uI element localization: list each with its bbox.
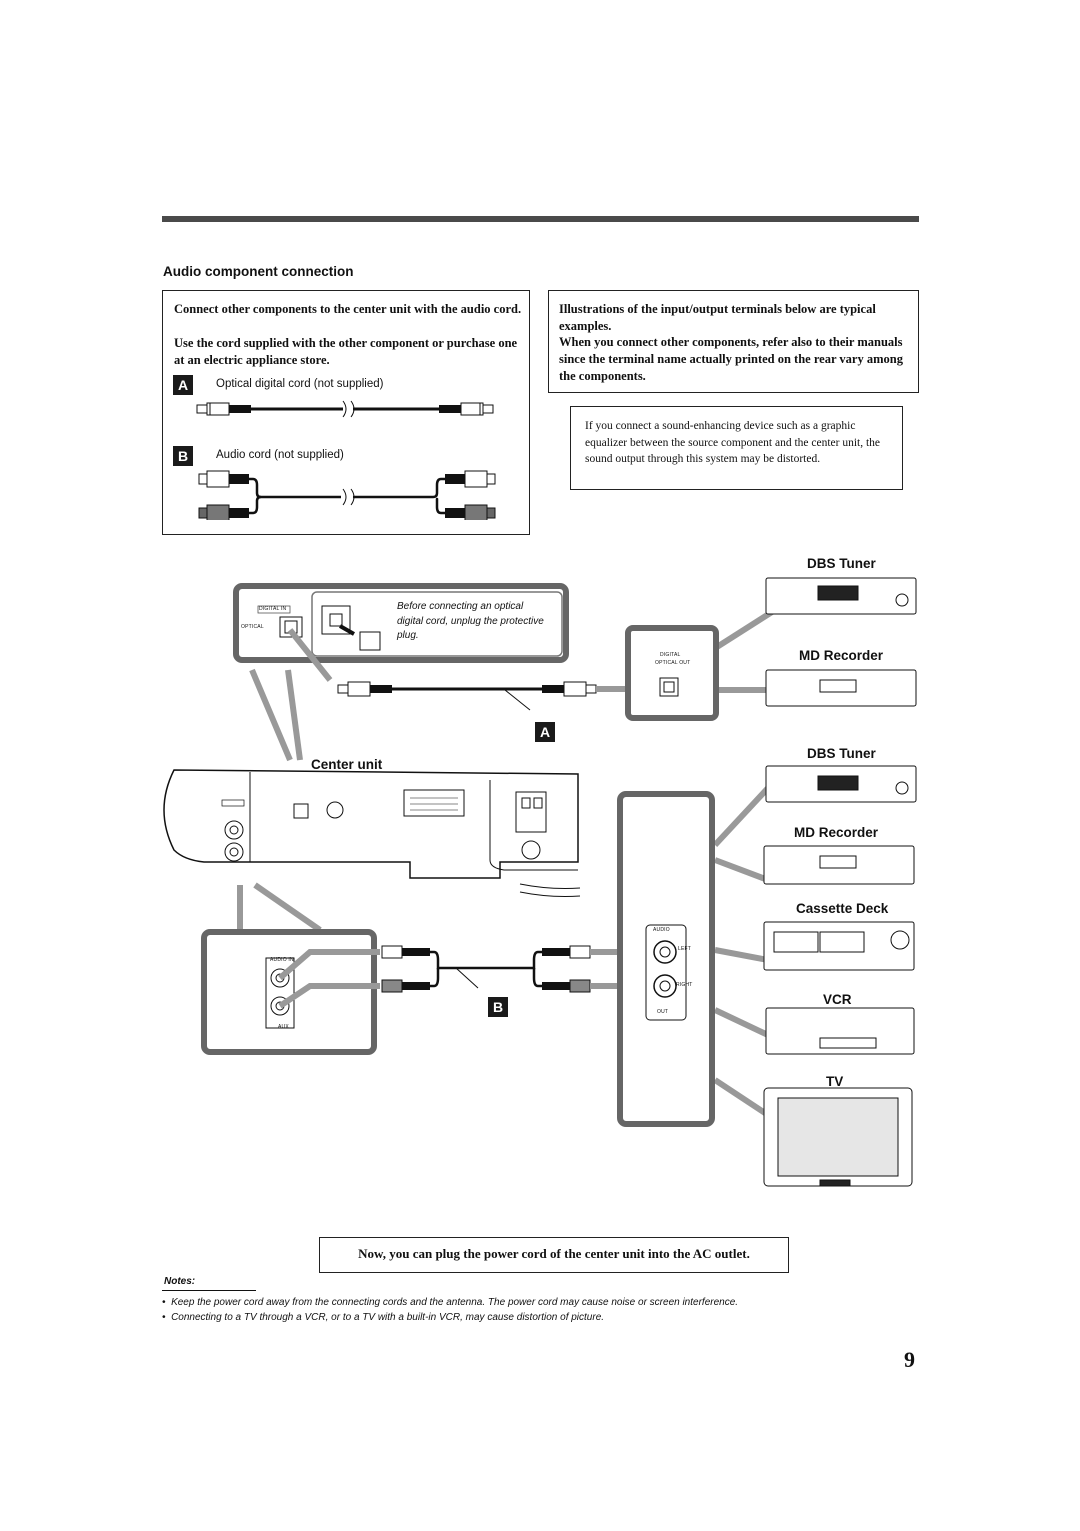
- diagram-marker-a: A: [535, 722, 555, 742]
- left-box-para-1: Connect other components to the center u…: [174, 302, 522, 316]
- right-box-para-1: Illustrations of the input/output termin…: [559, 302, 876, 333]
- note-item-1: • Keep the power cord away from the conn…: [162, 1297, 739, 1308]
- section-title: Audio component connection: [163, 264, 354, 279]
- optical-out-label: OPTICAL OUT: [655, 660, 691, 666]
- left-instruction-box: Connect other components to the center u…: [162, 290, 530, 535]
- device-label-vcr: VCR: [823, 992, 852, 1007]
- notes-heading: Notes:: [164, 1276, 196, 1287]
- device-label-dbs-tuner-1: DBS Tuner: [807, 556, 876, 571]
- note-item-2: • Connecting to a TV through a VCR, or t…: [162, 1312, 605, 1323]
- optical-cord-label: Optical digital cord (not supplied): [216, 378, 384, 390]
- instruction-text: Now, you can plug the power cord of the …: [358, 1246, 750, 1261]
- device-label-cassette-deck: Cassette Deck: [796, 901, 889, 916]
- caution-text: If you connect a sound-enhancing device …: [585, 420, 881, 465]
- notes-rule: [162, 1290, 256, 1291]
- left-label: LEFT: [678, 946, 692, 952]
- note-text-2: Connecting to a TV through a VCR, or to …: [171, 1312, 605, 1323]
- device-label-md-recorder-2: MD Recorder: [794, 825, 879, 840]
- right-label: RIGHT: [676, 982, 693, 988]
- page-number: 9: [904, 1347, 915, 1372]
- audio-cord-illustration: [198, 470, 496, 520]
- device-label-md-recorder-1: MD Recorder: [799, 648, 884, 663]
- inset-optical-label: OPTICAL: [241, 624, 264, 630]
- header-rule: [162, 216, 919, 222]
- connection-diagram: [163, 577, 917, 1187]
- diagram-marker-b: B: [488, 997, 508, 1017]
- center-unit-label: Center unit: [311, 757, 383, 772]
- digital-label: DIGITAL: [660, 652, 681, 658]
- optical-cord-illustration: [196, 400, 494, 418]
- audio-in-label: AUDIO IN: [270, 957, 294, 963]
- right-info-box: Illustrations of the input/output termin…: [548, 290, 919, 393]
- instruction-box: Now, you can plug the power cord of the …: [319, 1237, 789, 1273]
- inset-digital-in-label: DIGITAL IN: [259, 606, 287, 612]
- aux-label: AUX: [278, 1024, 289, 1030]
- marker-a: A: [173, 375, 193, 395]
- out-label: OUT: [657, 1009, 669, 1015]
- caution-box: If you connect a sound-enhancing device …: [570, 406, 903, 490]
- note-text-1: Keep the power cord away from the connec…: [171, 1297, 739, 1308]
- audio-cord-label: Audio cord (not supplied): [216, 449, 344, 461]
- right-box-para-2: When you connect other components, refer…: [559, 335, 903, 383]
- protective-plug-note: Before connecting an optical digital cor…: [397, 601, 544, 641]
- marker-b: B: [173, 446, 193, 466]
- audio-out-label: AUDIO: [653, 927, 670, 933]
- device-label-dbs-tuner-2: DBS Tuner: [807, 746, 876, 761]
- left-box-para-2: Use the cord supplied with the other com…: [174, 336, 518, 367]
- device-label-tv: TV: [826, 1074, 844, 1089]
